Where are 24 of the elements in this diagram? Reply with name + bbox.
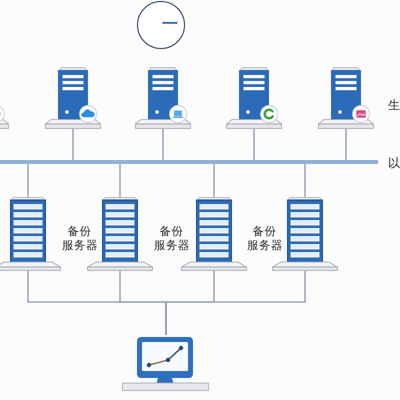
connector-line [253, 129, 255, 160]
server-illustration [45, 67, 101, 129]
server-illustration [135, 67, 191, 129]
connector-line [213, 164, 215, 197]
server-illustration [318, 67, 374, 129]
server-illustration [226, 67, 282, 129]
connector-line [119, 164, 121, 197]
network-bus [0, 160, 378, 164]
step-circle [137, 1, 185, 49]
connector-line [72, 129, 74, 160]
server-rack-illustration [0, 197, 61, 271]
server-label: 备份服务器 [62, 225, 99, 252]
step-number: 一 [162, 15, 178, 33]
server-label: 备份服务器 [246, 225, 284, 252]
server-illustration [0, 105, 10, 129]
connector-line [162, 129, 164, 160]
connector-line [165, 271, 306, 335]
monitor-illustration [122, 335, 209, 391]
connector-line [304, 164, 306, 197]
server-label: 备份服务器 [154, 225, 191, 252]
side-label: 生 [388, 98, 400, 112]
connector-line [27, 164, 29, 197]
connector-line [345, 129, 347, 160]
side-label: 以 [388, 156, 400, 170]
